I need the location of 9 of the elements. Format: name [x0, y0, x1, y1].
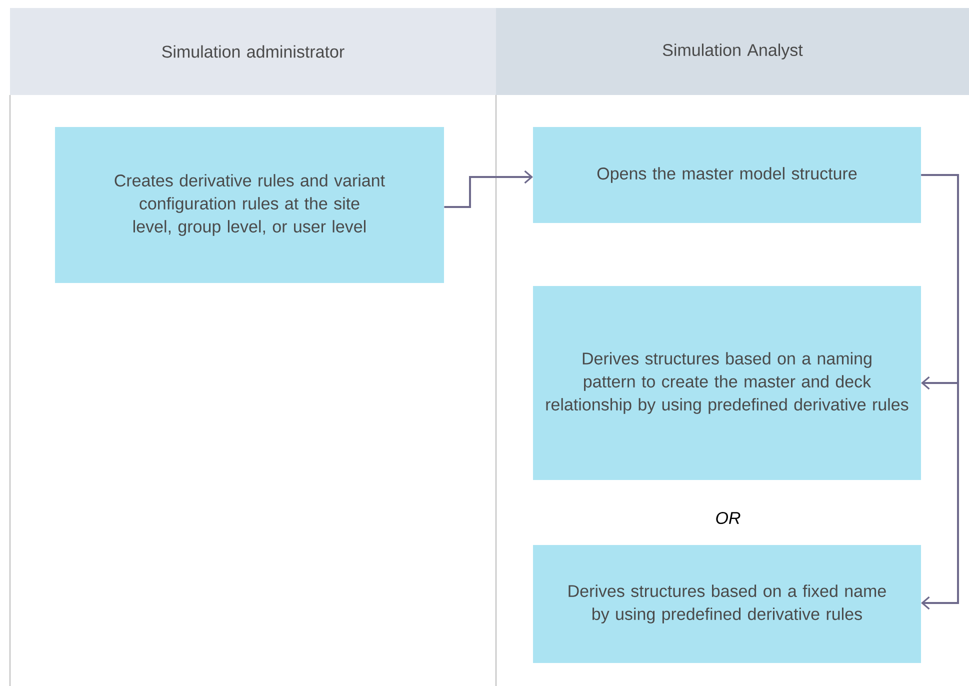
process-box: Creates derivative rules and variant configuration rules at the site level, group level, or user level — [55, 127, 444, 283]
arrow — [444, 170, 533, 208]
lane-header: Simulation administrator — [10, 8, 496, 95]
lane-header: Simulation Analyst — [496, 8, 969, 95]
process-box: Derives structures based on a fixed name by using predefined derivative rules — [533, 545, 921, 663]
arrow — [921, 174, 959, 610]
process-box: Derives structures based on a naming pattern to create the master and deck relationship by using predefined derivative rules — [533, 286, 921, 480]
or-label: OR — [716, 512, 740, 524]
process-box: Opens the master model structure — [533, 127, 921, 223]
